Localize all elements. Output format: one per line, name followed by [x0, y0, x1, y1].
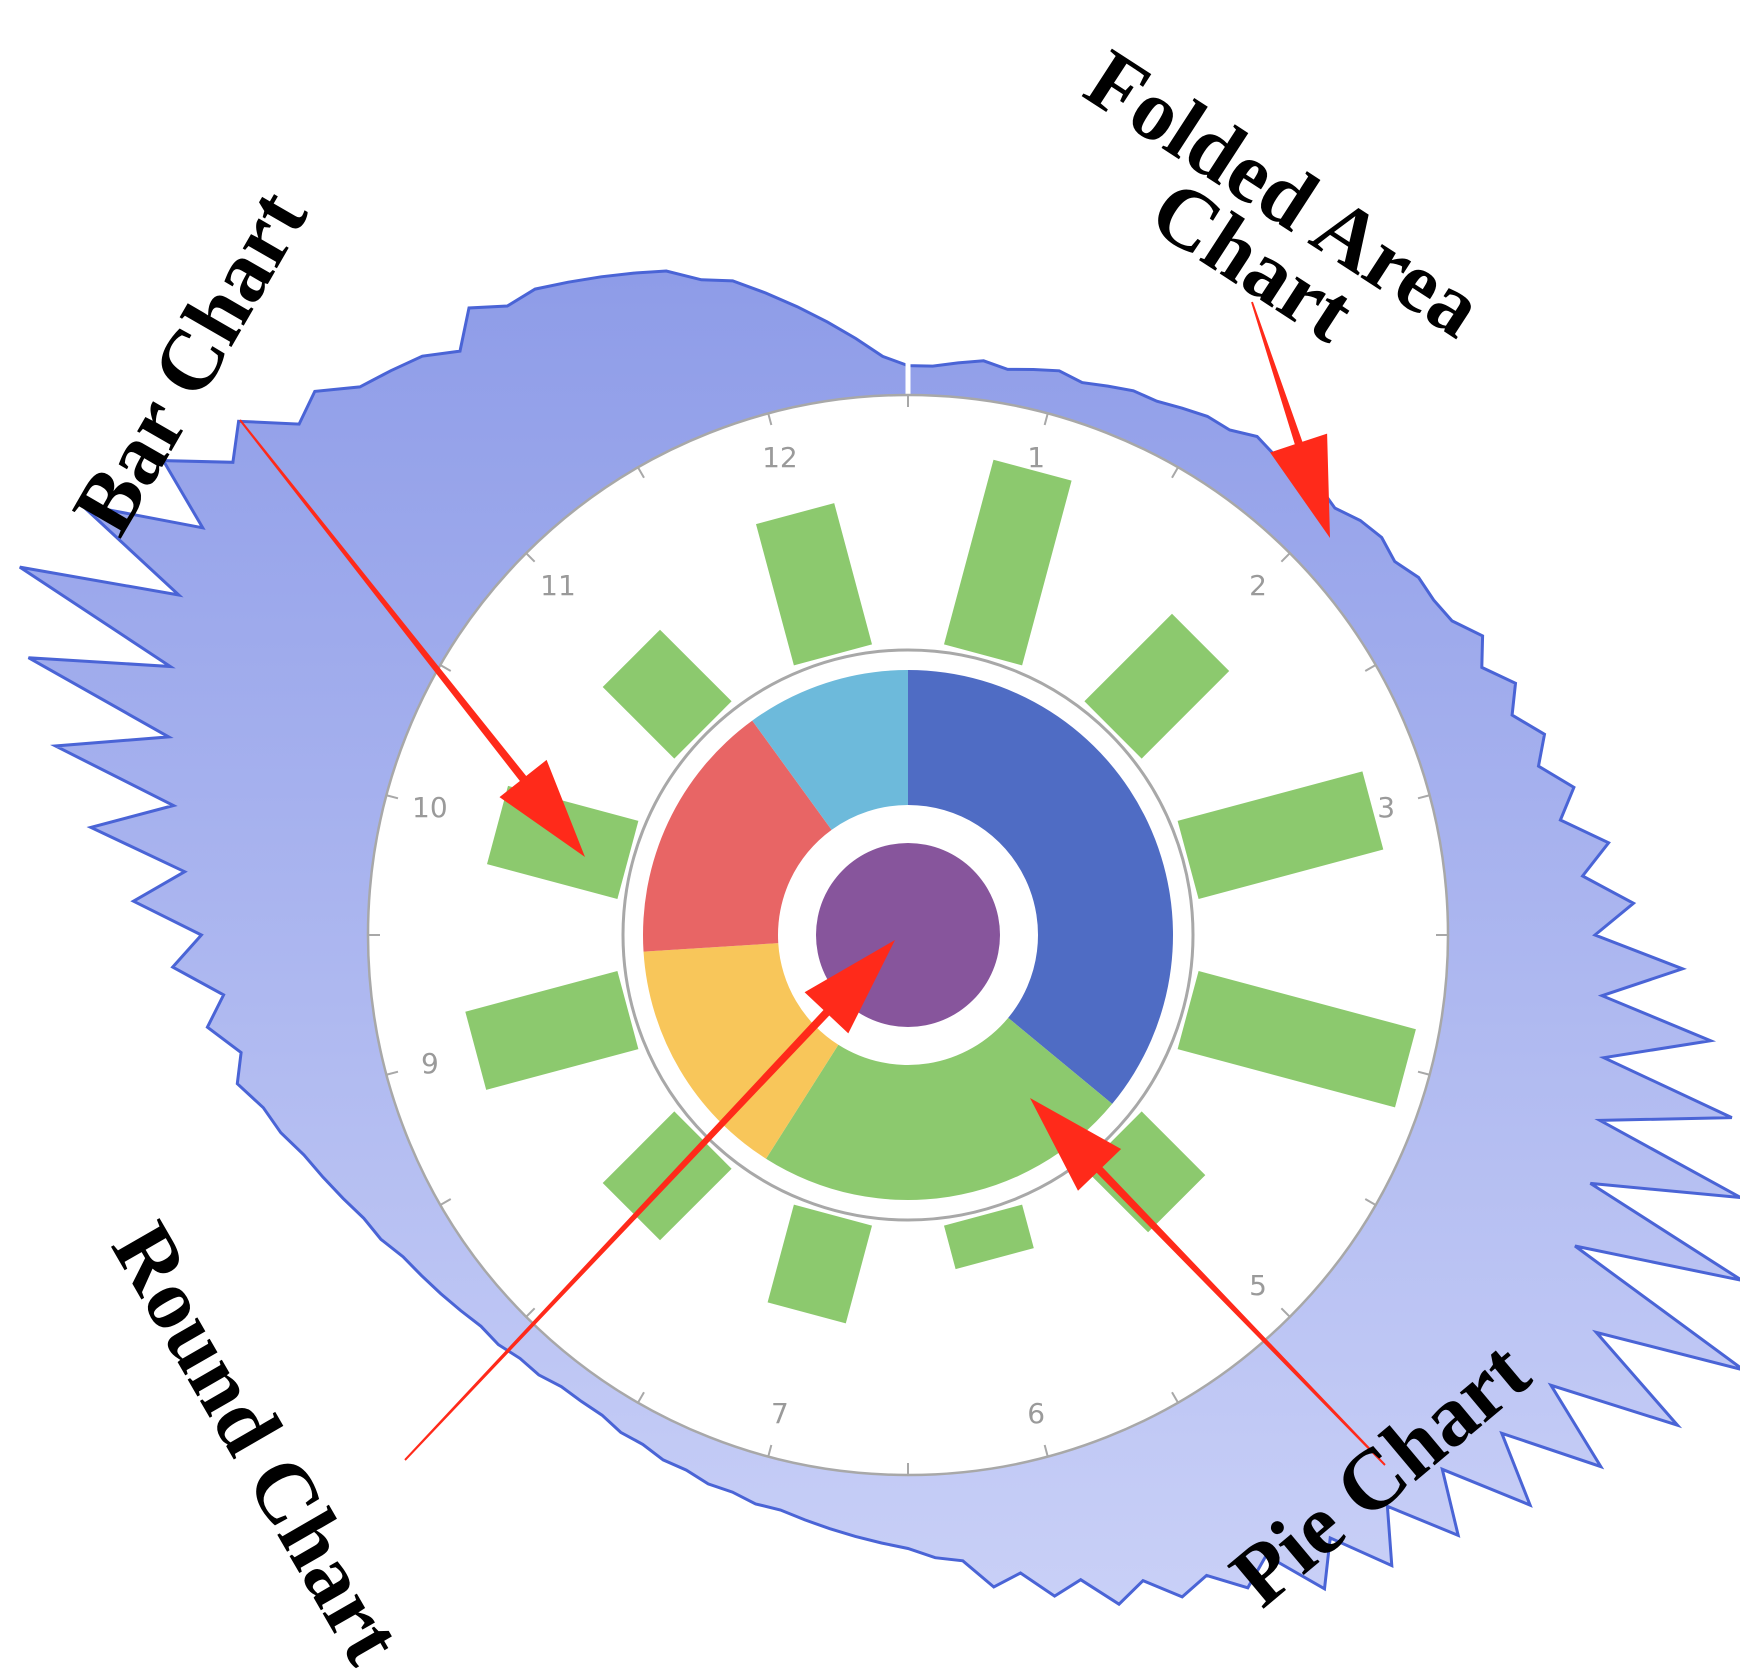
clock-ticks: [368, 395, 1448, 1475]
clock-tick: [1043, 413, 1049, 426]
clock-hour-label: 2: [1249, 569, 1267, 602]
radial-bar-7: [767, 1204, 872, 1324]
radial-bar-4: [1177, 971, 1416, 1108]
clock-tick: [637, 466, 645, 479]
clock-hour-label: 1: [1027, 441, 1045, 474]
clock-tick: [386, 1070, 399, 1076]
folded-area-chart: [18, 269, 1740, 1607]
clock-tick: [767, 413, 773, 426]
radial-bar-12: [756, 503, 872, 666]
callout-arrows: [239, 301, 1386, 1466]
clock-tick: [525, 552, 536, 563]
clock-tick: [1280, 1307, 1291, 1318]
pie-slice-1: [908, 670, 1173, 1104]
clock-hour-label: 10: [412, 791, 448, 824]
pie-slice-4: [643, 720, 832, 952]
arrow-folded-area: [1251, 301, 1330, 538]
pie-chart: [643, 670, 1173, 1200]
clock-tick: [1364, 664, 1377, 672]
radial-bar-chart: [465, 459, 1416, 1324]
radial-bar-9: [465, 971, 639, 1090]
clock-tick: [1280, 552, 1291, 563]
clock-tick: [767, 1444, 773, 1457]
radial-bar-2: [1084, 613, 1230, 759]
clock-tick: [1364, 1198, 1377, 1206]
clock-tick: [1043, 1444, 1049, 1457]
clock-tick: [1171, 1391, 1179, 1404]
clock-hour-label: 3: [1377, 791, 1395, 824]
folded-area-outline: [18, 269, 1740, 1607]
arrow-bar-chart: [239, 419, 585, 857]
arrow-round-chart: [404, 940, 895, 1461]
clock-hour-label: 6: [1027, 1397, 1045, 1430]
clock-tick: [1417, 794, 1430, 800]
clock-tick: [1417, 1070, 1430, 1076]
radial-bar-3: [1177, 771, 1384, 899]
clock-tick: [439, 1198, 452, 1206]
callout-round-chart: Round Chart: [94, 1207, 422, 1671]
clock-hour-label: 12: [762, 441, 798, 474]
clock-tick: [386, 794, 399, 800]
pie-slice-2: [766, 1017, 1113, 1200]
folded-area-fill: [19, 271, 1740, 1605]
clock-tick: [637, 1391, 645, 1404]
clock-hour-label: 11: [540, 569, 576, 602]
clock-hour-label: 7: [771, 1397, 789, 1430]
radial-bar-11: [602, 629, 732, 759]
pie-slice-3: [643, 943, 839, 1159]
radial-bar-1: [944, 459, 1072, 666]
clock-tick: [439, 664, 452, 672]
clock-tick: [525, 1307, 536, 1318]
radial-bar-5: [1084, 1111, 1206, 1233]
clock-tick: [1171, 466, 1179, 479]
arrow-pie-chart: [1030, 1098, 1386, 1466]
pie-slice-5: [752, 670, 908, 830]
radial-bar-6: [944, 1204, 1034, 1270]
clock-hour-label: 5: [1249, 1269, 1267, 1302]
clock-hour-label: 9: [421, 1047, 439, 1080]
